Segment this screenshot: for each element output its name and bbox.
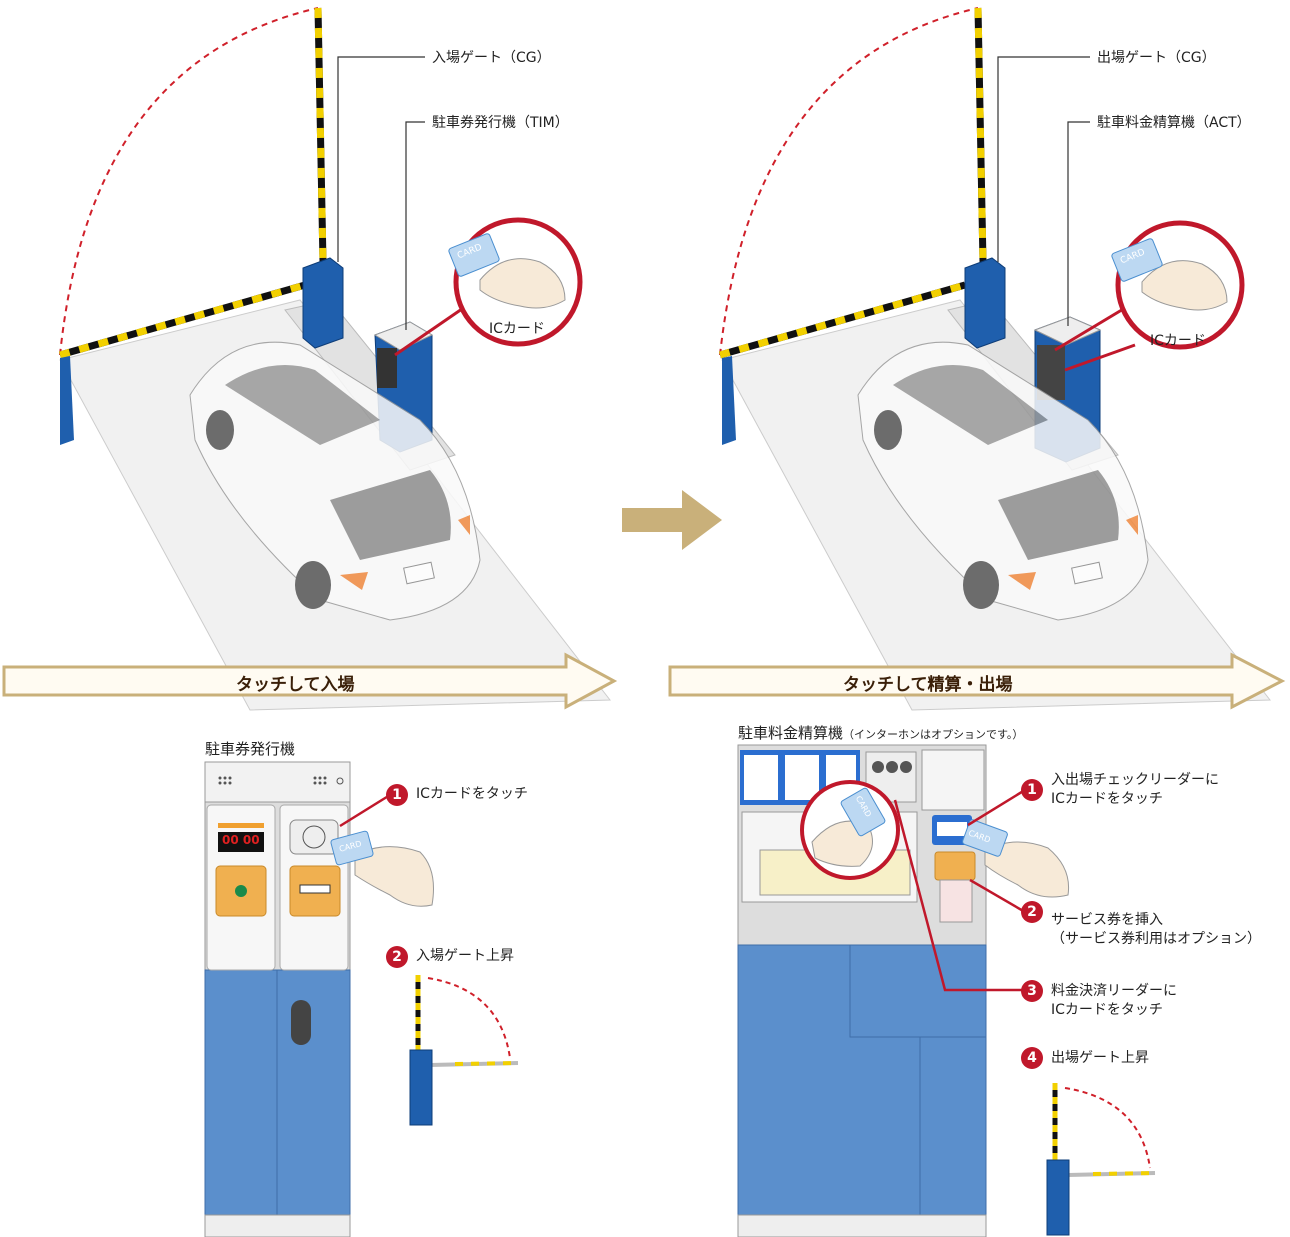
entry-gate-housing: [302, 257, 344, 349]
exit-banner-arrow: [668, 652, 1286, 710]
act-step-3-line2: ICカードをタッチ: [1051, 1002, 1163, 1018]
tim-detail-machine: [204, 761, 434, 1237]
entry-banner-text: タッチして入場: [236, 675, 355, 695]
act-panel-title: 駐車料金精算機（インターホンはオプションです。）: [738, 722, 1023, 743]
tim-panel-title: 駐車券発行機: [205, 740, 296, 758]
exit-gate-leader: [997, 56, 1090, 262]
act-step-3-number: 3: [1021, 980, 1043, 1002]
act-step-1-number: 1: [1021, 779, 1043, 801]
act-panel-note: （インターホンはオプションです。）: [843, 728, 1024, 741]
act-step-2-number: 2: [1021, 901, 1043, 923]
exit-banner-text: タッチして精算・出場: [843, 675, 1013, 695]
act-step-2-line1: サービス券を挿入: [1051, 912, 1163, 928]
act-step-1-line2: ICカードをタッチ: [1051, 791, 1163, 807]
tim-ic-reader: [289, 819, 339, 855]
act-step-3-text: 料金決済リーダーに ICカードをタッチ: [1051, 982, 1177, 1020]
tim-mini-gate: [409, 975, 519, 1126]
act-step-2-text: サービス券を挿入 （サービス券利用はオプション）: [1051, 911, 1261, 949]
entry-banner-arrow: [2, 652, 618, 710]
act-step-1-line1: 入出場チェックリーダーに: [1051, 772, 1219, 788]
entry-gate-label: 入場ゲート（CG）: [432, 50, 551, 66]
tim-green-button: [235, 885, 247, 897]
entry-scene: [59, 7, 611, 711]
tim-step-2-text: 入場ゲート上昇: [416, 948, 514, 964]
flow-arrow: [622, 490, 722, 550]
exit-ic-card-label: ICカード: [1150, 333, 1206, 349]
entry-machine-leader: [405, 121, 425, 330]
entry-ic-card-label: ICカード: [489, 321, 545, 337]
entry-machine-label: 駐車券発行機（TIM）: [432, 115, 569, 131]
tim-step-1-text: ICカードをタッチ: [416, 786, 528, 802]
exit-gate-arc: [719, 7, 979, 356]
tim-step-2-number: 2: [386, 946, 408, 968]
act-panel-title-main: 駐車料金精算機: [738, 724, 844, 742]
exit-scene: [719, 7, 1271, 711]
act-step-3-line1: 料金決済リーダーに: [1051, 983, 1177, 999]
exit-gate-housing: [964, 257, 1006, 349]
entry-bar-support: [60, 356, 74, 445]
tim-display-value: 00 00: [222, 833, 260, 847]
act-card-graphic: [962, 819, 1008, 857]
exit-car: [857, 341, 1149, 621]
tim-step-1-number: 1: [386, 784, 408, 806]
exit-gate-label: 出場ゲート（CG）: [1097, 50, 1216, 66]
tim-card-graphic: [330, 830, 374, 866]
entry-gate-leader: [337, 56, 425, 262]
act-magnifier-card: [840, 787, 886, 837]
entry-car: [189, 341, 481, 621]
exit-machine-leader: [1067, 121, 1090, 326]
act-mini-gate: [1046, 1083, 1156, 1236]
act-step-2-line2: （サービス券利用はオプション）: [1051, 931, 1261, 947]
act-step-4-text: 出場ゲート上昇: [1051, 1050, 1149, 1066]
act-step-4-number: 4: [1021, 1047, 1043, 1069]
exit-card-graphic: [1111, 238, 1163, 282]
act-step-1-text: 入出場チェックリーダーに ICカードをタッチ: [1051, 771, 1219, 809]
entry-card-graphic: [448, 233, 500, 277]
exit-machine-label: 駐車料金精算機（ACT）: [1097, 115, 1251, 131]
act-service-slot: [934, 851, 976, 881]
exit-bar-support: [722, 356, 736, 445]
act-detail-machine: [737, 744, 1070, 1237]
tim-fee-display: [218, 832, 264, 852]
entry-gate-arc: [59, 7, 319, 356]
